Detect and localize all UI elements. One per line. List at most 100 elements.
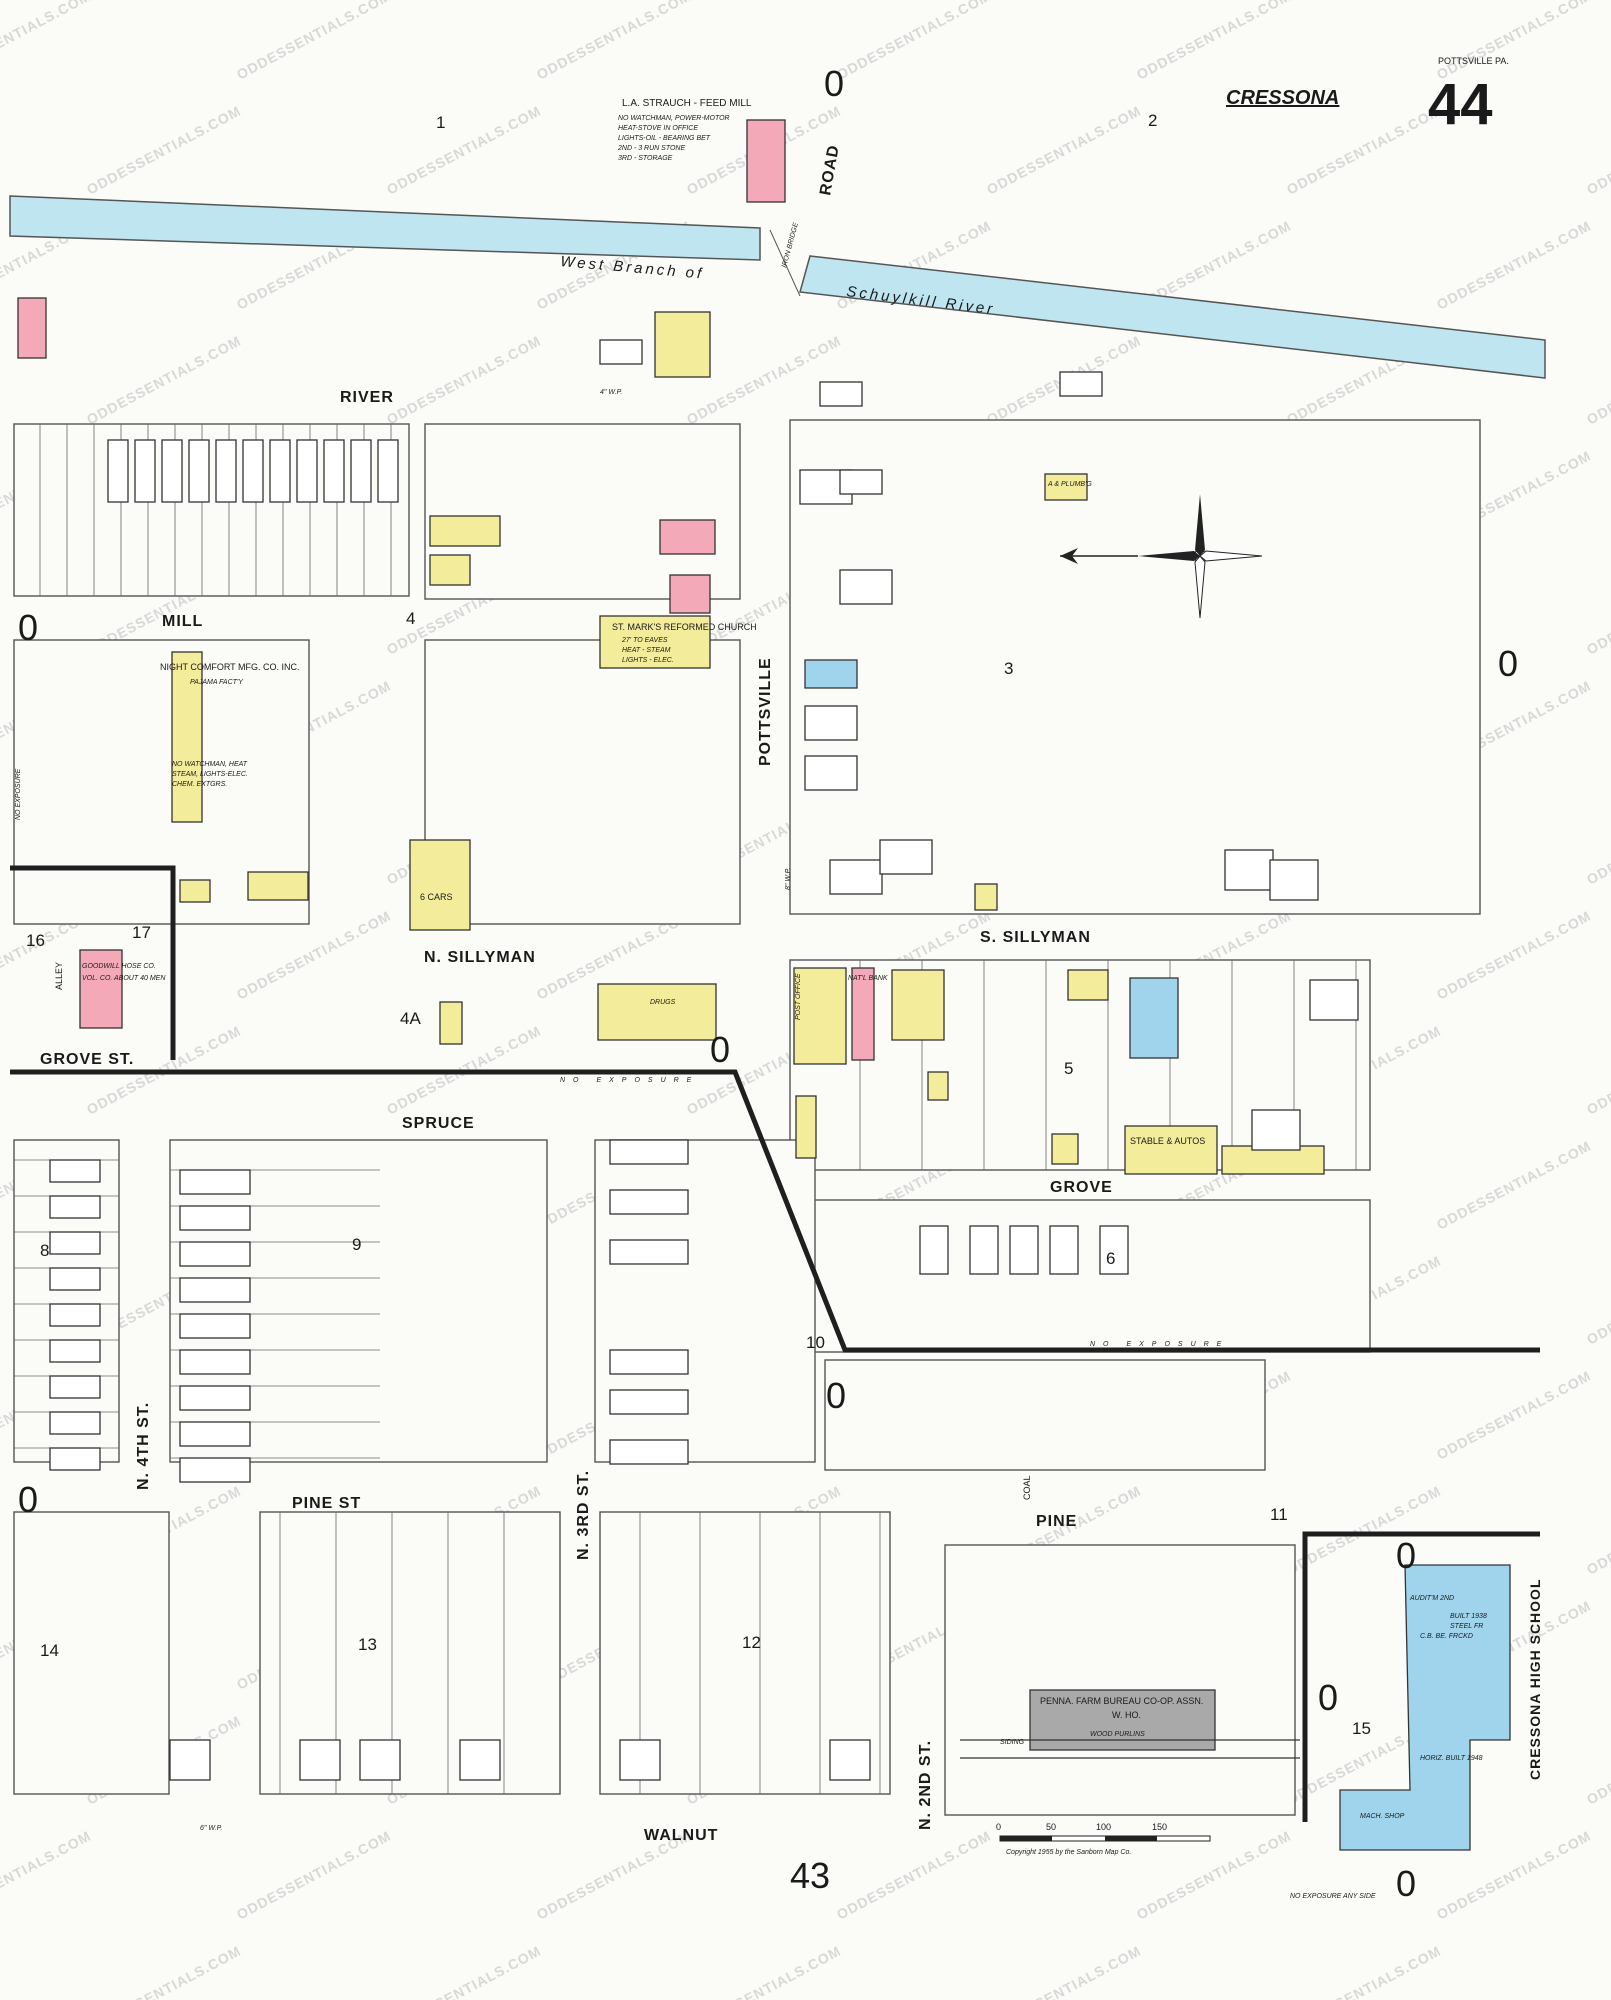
- street-alley: ALLEY: [54, 962, 64, 990]
- feed-mill-note: HEAT-STOVE IN OFFICE: [618, 125, 698, 132]
- scale-tick: 50: [1046, 1822, 1056, 1832]
- block-farm: [944, 1544, 1296, 1816]
- dwelling: [969, 1225, 999, 1275]
- block-number: 4: [406, 609, 415, 628]
- block-1-area: [13, 423, 410, 597]
- dwelling: [49, 1267, 101, 1291]
- dwelling: [242, 439, 264, 503]
- block-8: [13, 1139, 120, 1463]
- street-grove: GROVE: [1050, 1179, 1113, 1196]
- dwelling: [107, 439, 129, 503]
- schuylkill-river: [9, 195, 761, 261]
- feed-mill-note: LIGHTS-OIL - BEARING BET: [618, 135, 711, 142]
- watermark-text: ODDESSENTIALS.COM: [1434, 1368, 1594, 1463]
- dwelling: [1251, 1109, 1301, 1151]
- dwelling: [49, 1159, 101, 1183]
- no-exposure-side-note: NO EXPOSURE ANY SIDE: [1290, 1893, 1376, 1900]
- watermark-text: ODDESSENTIALS.COM: [1584, 1483, 1611, 1578]
- watermark-text: ODDESSENTIALS.COM: [384, 333, 544, 428]
- dwelling: [350, 439, 372, 503]
- watermark-text: ODDESSENTIALS.COM: [1584, 103, 1611, 198]
- knitting-note: NO WATCHMAN, HEAT: [172, 761, 248, 768]
- block-3: [789, 419, 1481, 915]
- street-river: RIVER: [340, 389, 394, 406]
- dwelling: [804, 705, 858, 741]
- siding-label: SIDING: [1000, 1739, 1025, 1746]
- watermark-text: ODDESSENTIALS.COM: [0, 0, 94, 83]
- block-number: 12: [742, 1633, 761, 1652]
- dwelling: [359, 1739, 401, 1781]
- farm-bureau-sub: W. HO.: [1112, 1710, 1141, 1720]
- dwelling: [179, 1205, 251, 1231]
- watermark-text: ODDESSENTIALS.COM: [1584, 793, 1611, 888]
- frame-store: [1067, 969, 1109, 1001]
- sheet-number: 44: [1428, 72, 1493, 137]
- dwelling: [804, 755, 858, 791]
- block-number: 15: [1352, 1719, 1371, 1738]
- dwelling: [599, 339, 643, 365]
- block-6: [789, 1199, 1371, 1353]
- dwelling: [49, 1411, 101, 1435]
- brick-dwelling: [659, 519, 716, 555]
- zero-marker: 0: [1498, 643, 1518, 684]
- street-pine: PINE: [1036, 1513, 1077, 1530]
- no-exposure-note: NO EXPOSURE: [560, 1077, 699, 1084]
- garage-building: [409, 839, 471, 931]
- dwelling: [179, 1349, 251, 1375]
- county-note: POTTSVILLE PA.: [1438, 56, 1509, 66]
- block-11: [824, 1359, 1266, 1471]
- iron-bridge: [769, 229, 801, 297]
- block-4: [424, 639, 741, 925]
- dwelling: [609, 1349, 689, 1375]
- watermark-text: ODDESSENTIALS.COM: [1584, 1943, 1611, 2000]
- dwelling: [179, 1421, 251, 1447]
- hose-note: VOL. CO. ABOUT 40 MEN: [82, 975, 166, 982]
- high-school-building: [1339, 1564, 1511, 1851]
- dwelling: [49, 1339, 101, 1363]
- frame-shed: [1051, 1133, 1079, 1165]
- plumbing-shop: [1044, 473, 1088, 501]
- zero-marker: 0: [18, 607, 38, 648]
- knitting-factory: [171, 651, 203, 823]
- watermark-text: ODDESSENTIALS.COM: [984, 103, 1144, 198]
- church-name: ST. MARK'S REFORMED CHURCH: [612, 622, 757, 632]
- dwelling: [179, 1313, 251, 1339]
- watermark-text: ODDESSENTIALS.COM: [84, 333, 244, 428]
- pipe-note: 8" W.P.: [785, 868, 792, 890]
- watermark-text: ODDESSENTIALS.COM: [84, 1943, 244, 2000]
- watermark-text: ODDESSENTIALS.COM: [384, 103, 544, 198]
- annex-label: HORIZ. BUILT 1948: [1420, 1755, 1483, 1762]
- watermark-text: ODDESSENTIALS.COM: [1434, 218, 1594, 313]
- frame-shed: [927, 1071, 949, 1101]
- dwelling: [1049, 1225, 1079, 1275]
- church-note: HEAT - STEAM: [622, 647, 671, 654]
- watermark-text: ODDESSENTIALS.COM: [1134, 1828, 1294, 1923]
- block-number: 14: [40, 1641, 59, 1660]
- pipe-note: 6" W.P.: [200, 1825, 222, 1832]
- church-building: [599, 615, 711, 669]
- watermark-text: ODDESSENTIALS.COM: [1284, 1483, 1444, 1578]
- dwelling: [919, 1225, 949, 1275]
- dwelling: [179, 1457, 251, 1483]
- zero-marker: 0: [1318, 1677, 1338, 1718]
- frame-store: [891, 969, 945, 1041]
- block-number: 8: [40, 1241, 49, 1260]
- dwelling: [323, 439, 345, 503]
- block-number: 4A: [400, 1009, 421, 1028]
- dwelling: [296, 439, 318, 503]
- no-exposure-note: NO EXPOSURE: [1090, 1341, 1229, 1348]
- buildings-layer: [17, 119, 1511, 1851]
- zero-marker: 0: [1396, 1863, 1416, 1904]
- frame-shed: [247, 871, 309, 901]
- dwelling: [1269, 859, 1319, 901]
- watermark-text: ODDESSENTIALS.COM: [1434, 908, 1594, 1003]
- hose-name: GOODWILL HOSE CO.: [82, 963, 156, 970]
- knitting-sub: PAJAMA FACT'Y: [190, 679, 244, 686]
- watermark-text: ODDESSENTIALS.COM: [0, 1828, 94, 1923]
- frame-dwelling: [654, 311, 711, 378]
- north-arrow-icon: [1060, 494, 1263, 619]
- street-road: ROAD: [817, 143, 843, 196]
- street-coal: COAL: [1022, 1475, 1032, 1500]
- watermark-text: ODDESSENTIALS.COM: [1434, 1138, 1594, 1233]
- hose-house: [79, 949, 123, 1029]
